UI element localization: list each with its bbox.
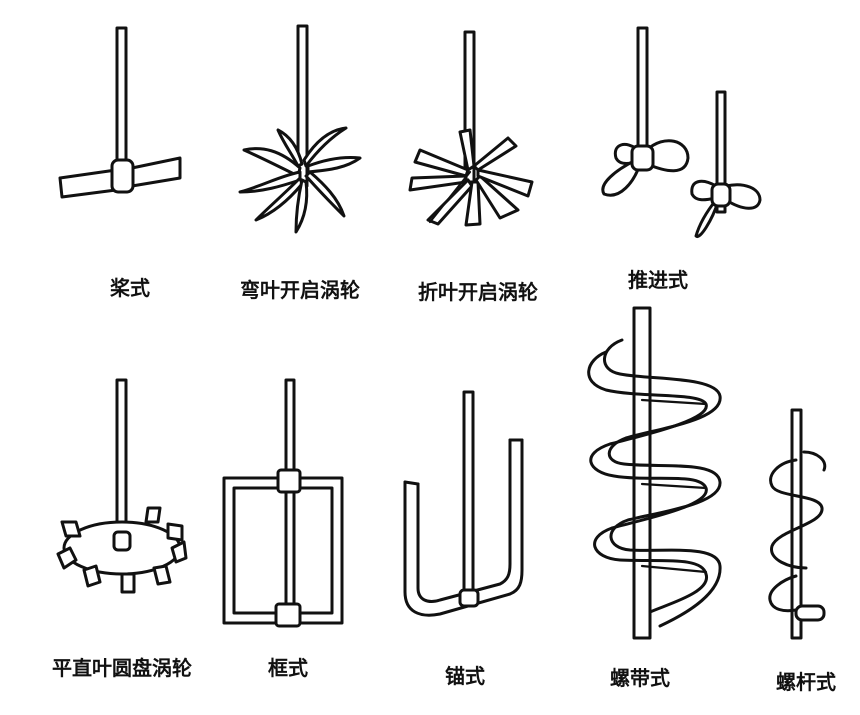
label-anchor: 锚式 xyxy=(445,664,485,688)
label-flat-disc-turbine: 平直叶圆盘涡轮 xyxy=(52,656,192,680)
screw-impeller-drawing xyxy=(768,408,827,640)
paddle-impeller-drawing xyxy=(58,26,182,199)
label-paddle: 桨式 xyxy=(110,276,150,300)
curved-open-turbine-drawing xyxy=(238,24,362,234)
label-screw: 螺杆式 xyxy=(776,670,836,694)
helical-ribbon-drawing xyxy=(587,306,722,640)
anchor-impeller-drawing xyxy=(403,390,524,617)
label-curved-open-turbine: 弯叶开启涡轮 xyxy=(240,278,360,302)
frame-impeller-drawing xyxy=(222,378,344,628)
label-frame: 框式 xyxy=(268,656,308,680)
label-propeller: 推进式 xyxy=(628,268,688,292)
propeller-drawing xyxy=(601,26,762,238)
flat-disc-turbine-drawing xyxy=(56,378,188,594)
label-pitched-open-turbine: 折叶开启涡轮 xyxy=(418,280,538,304)
label-helical-ribbon: 螺带式 xyxy=(610,666,670,690)
pitched-open-turbine-drawing xyxy=(408,30,534,227)
